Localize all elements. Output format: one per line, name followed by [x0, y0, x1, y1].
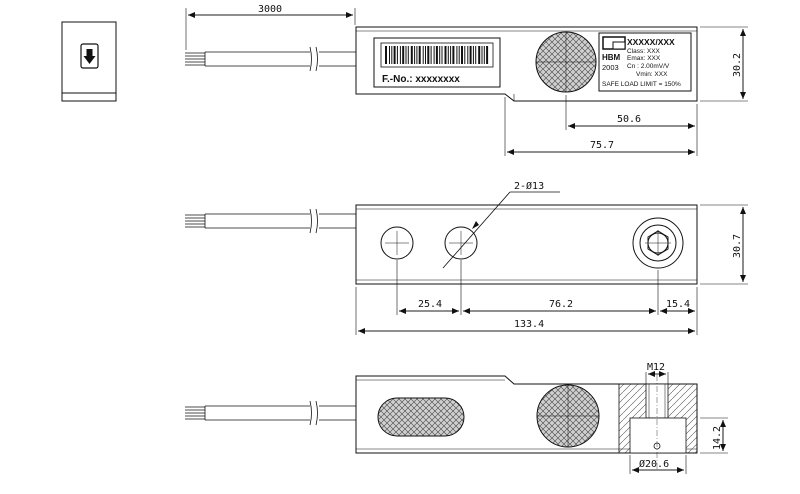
dim-height-top: 30.2	[700, 26, 748, 102]
barcode-bar	[393, 46, 396, 64]
barcode-bar	[414, 46, 416, 64]
barcode-bar	[399, 46, 401, 64]
dim-30-7-text: 30.7	[732, 234, 743, 258]
dim-14-2-text: 14.2	[712, 426, 723, 450]
barcode-bar	[441, 46, 443, 64]
dim-3000-text: 3000	[258, 4, 282, 15]
top-view: F.-No.: xxxxxxxx XXXXX/XXX Class: XXX HB…	[185, 4, 748, 156]
plate-year: 2003	[602, 63, 619, 72]
dim-height-middle: 30.7	[700, 204, 748, 285]
barcode-bar	[389, 46, 390, 64]
barcode-bar	[483, 46, 485, 64]
dim-76-2-text: 76.2	[549, 299, 573, 310]
barcode-bar	[439, 46, 441, 64]
dim-thread: M12	[645, 362, 669, 384]
hole-callout: 2-Ø13	[442, 180, 560, 269]
mount-hole-2	[444, 226, 478, 260]
barcode-bar	[447, 46, 449, 64]
barcode-bar	[410, 46, 413, 64]
dim-cable-length: 3000	[185, 4, 356, 50]
barcode-bar	[481, 46, 483, 64]
barcode-bar	[418, 46, 421, 64]
dim-20-6-text: Ø20.6	[639, 458, 669, 470]
dim-m12-text: M12	[647, 362, 665, 373]
model-number: XXXXX/XXX	[627, 37, 675, 47]
barcode-bar	[444, 46, 447, 64]
dim-14-2: 14.2	[700, 417, 728, 454]
dim-30-2-text: 30.2	[732, 53, 743, 77]
barcode-bar	[435, 46, 438, 64]
barcode-bar	[422, 46, 424, 64]
barcode-bar	[430, 46, 432, 64]
barcode-bar	[478, 46, 481, 64]
plate-cn: Cn : 2.00mV/V	[627, 63, 670, 70]
orientation-box	[61, 21, 117, 102]
dim-50-6-text: 50.6	[617, 114, 641, 125]
barcode-bar	[425, 46, 426, 64]
hole-callout-text: 2-Ø13	[514, 180, 544, 192]
barcode-bar	[461, 46, 463, 64]
section-cut	[618, 375, 698, 470]
dim-50-6: 50.6	[565, 95, 698, 130]
barcode-bar	[407, 46, 409, 64]
barcode-bar	[402, 46, 405, 64]
plate-vmin: Vmin: XXX	[636, 71, 668, 78]
barcode-bar	[427, 46, 430, 64]
dim-chain	[355, 260, 698, 335]
cable	[185, 46, 356, 72]
barcode-bar	[486, 46, 489, 64]
barcode-bar	[396, 46, 398, 64]
barcode-bar	[385, 46, 387, 64]
middle-view: 2-Ø13 30.7 25.4 76.2 15.4	[185, 180, 748, 335]
barcode-bar	[416, 46, 418, 64]
plate-class: Class: XXX	[627, 48, 661, 55]
barcode-bar	[464, 46, 466, 64]
arrow-down-icon	[80, 43, 99, 69]
barcode-bar	[472, 46, 474, 64]
dim-diameter: Ø20.6	[629, 455, 687, 474]
mount-hole-1	[380, 226, 414, 260]
barcode-label: F.-No.: xxxxxxxx	[373, 37, 501, 88]
barcode-bar	[450, 46, 452, 64]
plate-safe-load: SAFE LOAD LIMIT = 150%	[602, 81, 681, 88]
dim-75-7: 75.7	[504, 97, 698, 156]
brand-logo-text: HBM	[602, 53, 621, 62]
dim-15-4-text: 15.4	[666, 299, 690, 310]
barcode-bar	[391, 46, 393, 64]
dim-133-4-text: 133.4	[514, 319, 544, 330]
load-hole	[632, 217, 684, 269]
barcode-bar	[475, 46, 477, 64]
serial-number: F.-No.: xxxxxxxx	[382, 74, 460, 85]
dim-25-4-text: 25.4	[418, 299, 442, 310]
cable-bottom	[185, 400, 356, 426]
barcode-bar	[467, 46, 469, 64]
barcode-bar	[452, 46, 455, 64]
barcode-bar	[433, 46, 435, 64]
name-plate: XXXXX/XXX Class: XXX HBM Emax: XXX 2003 …	[598, 32, 692, 92]
bottom-view: M12 14.2 Ø20.6	[185, 362, 728, 474]
barcode-bar	[456, 46, 458, 64]
barcode-bar	[458, 46, 460, 64]
plate-emax: Emax: XXX	[627, 55, 661, 62]
dim-75-7-text: 75.7	[590, 140, 614, 151]
gauge-slot	[377, 397, 465, 437]
barcode-bar	[469, 46, 472, 64]
barcode-bar	[405, 46, 407, 64]
cable-middle	[185, 208, 356, 234]
